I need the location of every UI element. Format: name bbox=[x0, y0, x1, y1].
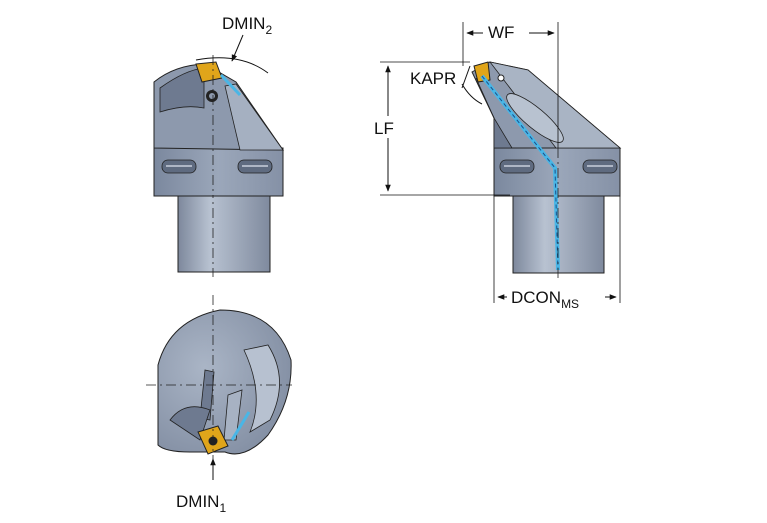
dcon-label: DCONMS bbox=[511, 288, 579, 311]
kapr-label: KAPR bbox=[410, 69, 456, 88]
top-view bbox=[146, 295, 292, 480]
insert-side bbox=[473, 61, 491, 83]
dmin2-label: DMIN2 bbox=[222, 14, 272, 37]
front-view bbox=[153, 34, 284, 277]
dmin1-label: DMIN1 bbox=[176, 492, 226, 515]
side-view bbox=[380, 22, 622, 303]
shank bbox=[177, 194, 271, 273]
wf-label: WF bbox=[488, 23, 514, 42]
lf-label: LF bbox=[374, 119, 394, 138]
